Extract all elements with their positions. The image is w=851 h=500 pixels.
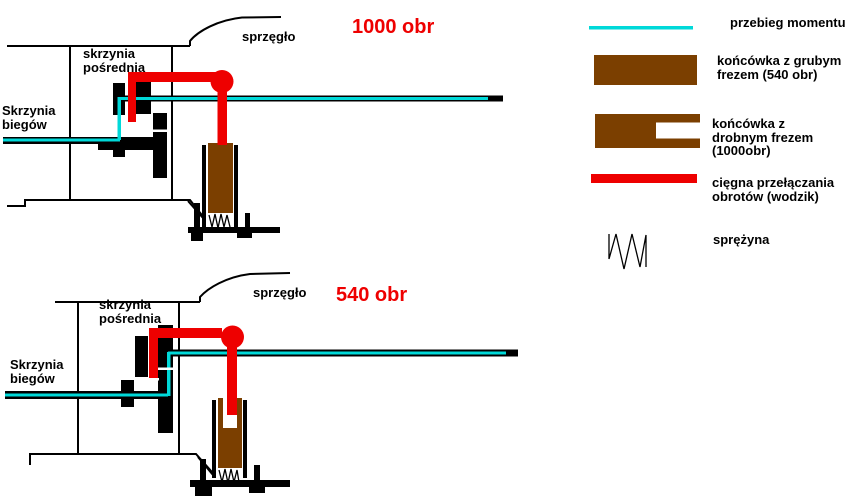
gearbox-label-bottom: Skrzynia biegów: [10, 357, 64, 386]
base-plate: [190, 480, 290, 487]
legend-label-coarse-end: końcówka z grubym frezem (540 obr): [717, 53, 842, 82]
title-1000obr: 1000 obr: [352, 16, 435, 38]
torque-line-riser: [117, 97, 121, 140]
spring: [208, 213, 231, 229]
torque-line-input: [5, 393, 168, 397]
intermediate-box-label-bottom: skrzynia pośrednia: [99, 297, 162, 326]
legend-shift-rod-symbol: [591, 174, 697, 183]
gear-split-line: [158, 367, 174, 370]
legend-label-fine-end: końcówka z drobnym frezem (1000obr): [712, 116, 814, 158]
output-gear: [153, 113, 167, 178]
fork-gap: [127, 122, 138, 125]
clutch-label-bottom: sprzęgło: [253, 285, 307, 300]
diagram-1000obr-graphics: [3, 16, 503, 241]
legend-coarse-end-symbol: [594, 55, 697, 85]
torque-line-pto: [168, 351, 506, 355]
shift-rod-vertical: [227, 337, 237, 415]
shift-rod-vertical: [217, 81, 227, 145]
endpiece-guide-left: [202, 145, 206, 228]
fork-gap: [148, 378, 159, 381]
shift-rod-horizontal: [149, 328, 222, 338]
base-diagonal: [197, 456, 214, 476]
endpiece-guide-right: [234, 145, 238, 228]
torque-line-input: [3, 138, 120, 142]
base-foot-left: [191, 232, 203, 241]
legend-graphics: [589, 26, 700, 270]
legend-fine-end-symbol: [595, 114, 700, 148]
endpiece-guide-right: [243, 400, 247, 478]
spring: [218, 468, 240, 484]
base-diagonal: [187, 200, 204, 219]
endpiece-guide-left: [212, 400, 216, 478]
clutch-label-top: sprzęgło: [242, 29, 296, 44]
shift-fork-rod: [128, 75, 136, 122]
legend-spring-symbol: [608, 233, 647, 270]
torque-line-riser: [167, 352, 171, 396]
base-plate: [188, 227, 280, 233]
base-bracket: [200, 459, 206, 485]
title-540obr: 540 obr: [336, 284, 408, 306]
base-post: [245, 213, 250, 228]
diagram-540obr-graphics: [5, 272, 518, 496]
gear-split-line: [152, 129, 168, 132]
intermediate-box-label-top: skrzynia pośrednia: [83, 46, 146, 75]
torque-line-pto: [119, 97, 488, 100]
shift-fork-rod: [149, 331, 158, 378]
base-foot-right: [249, 483, 265, 493]
legend-label-shift-rod: cięgna przełączania obrotów (wodzik): [712, 175, 835, 204]
base-post: [254, 465, 260, 482]
base-bracket: [194, 203, 200, 230]
spline-endpiece-coarse: [208, 143, 233, 213]
left-gear-lower: [113, 150, 125, 157]
housing-outline: [29, 272, 291, 473]
gearbox-label-top: Skrzynia biegów: [2, 103, 56, 132]
base-foot-left: [195, 487, 212, 496]
base-foot-right: [237, 229, 252, 238]
legend-torque-line-symbol: [589, 26, 693, 30]
left-gear: [135, 336, 148, 377]
legend-label-torque-line: przebieg momentu: [730, 15, 846, 30]
right-gear: [158, 325, 173, 433]
legend-label-spring: sprężyna: [713, 232, 770, 247]
shift-rod-horizontal: [128, 72, 216, 82]
housing-outline: [7, 16, 282, 220]
